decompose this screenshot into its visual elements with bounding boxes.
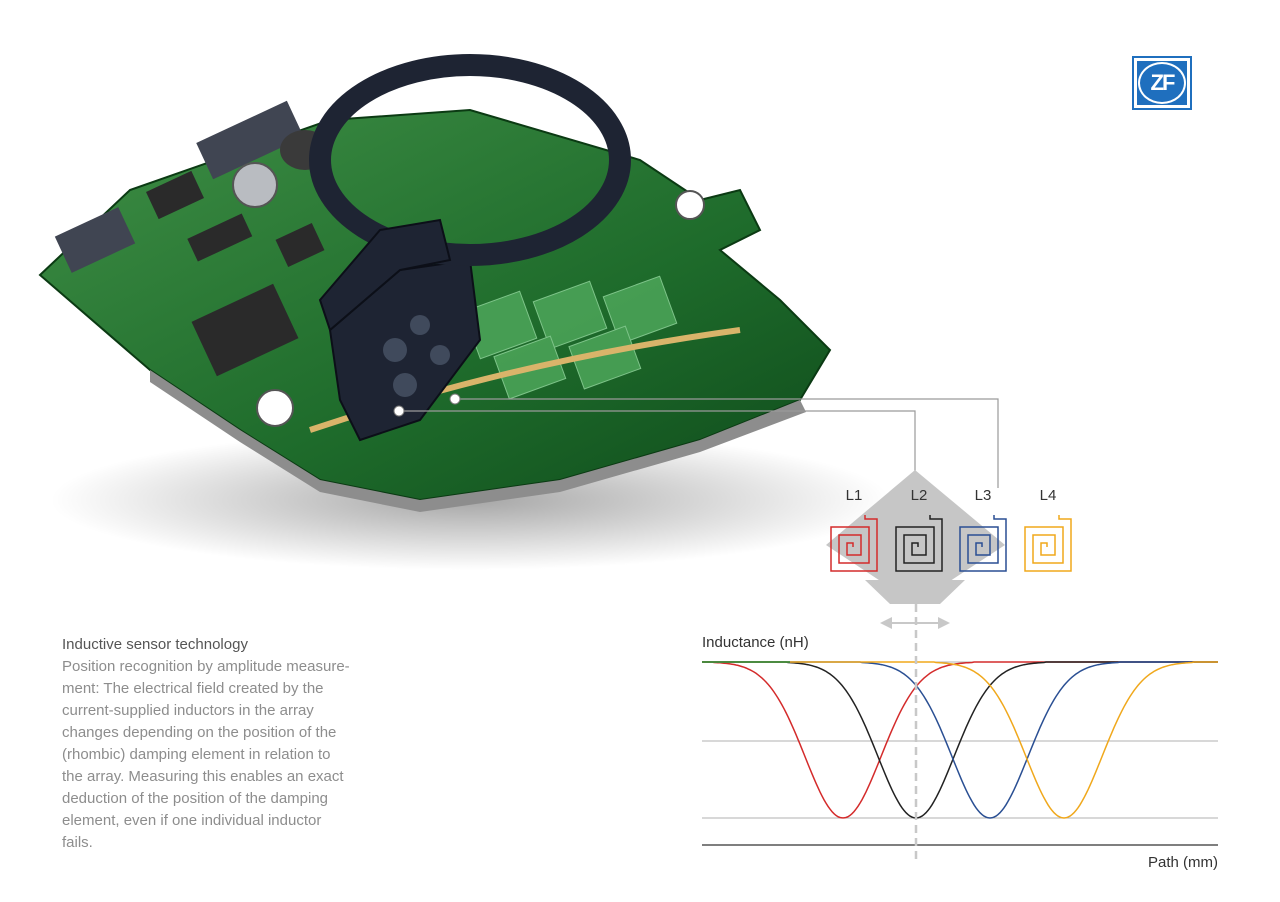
callout-dot-l3 <box>449 393 461 405</box>
series-line-2 <box>702 661 1218 819</box>
inductor-l3: L3 <box>959 487 1007 572</box>
coil-spiral <box>830 515 878 572</box>
inductor-l1: L1 <box>830 487 878 572</box>
inductor-label: L4 <box>1040 487 1057 504</box>
coil-spiral <box>1024 515 1072 572</box>
inductor-l4: L4 <box>1024 487 1072 572</box>
inductor-label: L1 <box>846 487 863 504</box>
inductor-label: L3 <box>975 487 992 504</box>
inductance-chart <box>702 604 1218 862</box>
caption-title: Inductive sensor technology <box>62 636 248 653</box>
coil-spiral <box>895 515 943 572</box>
circuit-board-illustration <box>38 54 890 570</box>
damping-element-lower <box>865 580 965 604</box>
inductor-label: L2 <box>911 487 928 504</box>
x-axis-label: Path (mm) <box>1148 854 1218 871</box>
zf-logo-mark: ZF <box>1138 62 1186 104</box>
callout-dot-l2 <box>393 405 405 417</box>
inductor-array: L1 L2 L3 L4 <box>830 487 1072 572</box>
y-axis-label: Inductance (nH) <box>702 634 809 651</box>
coil-spiral <box>959 515 1007 572</box>
callout-lines <box>399 398 999 488</box>
caption-body: Position recognition by amplitude measur… <box>62 658 350 851</box>
zf-logo: ZF <box>1132 56 1192 110</box>
inductor-l2: L2 <box>895 487 943 572</box>
caption: Inductive sensor technology Position rec… <box>62 634 382 854</box>
